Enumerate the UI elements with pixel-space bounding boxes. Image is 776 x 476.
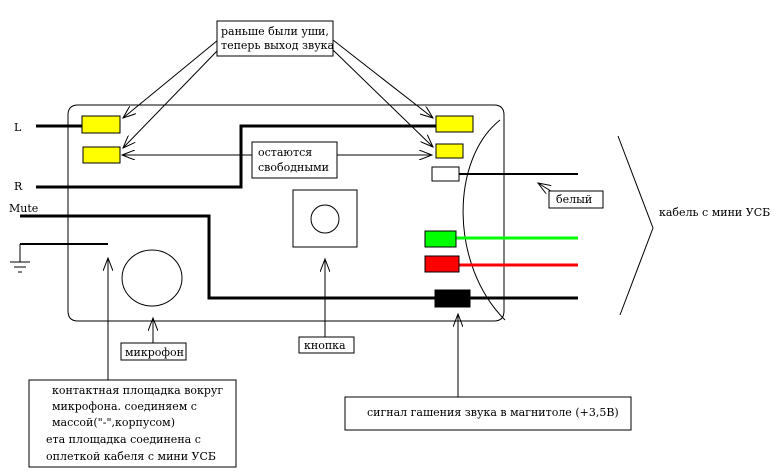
pad-green <box>424 230 457 248</box>
wire-R <box>36 124 436 189</box>
callout-pad-line4: ета площадка соединена с <box>46 433 201 446</box>
board-outline <box>67 104 505 322</box>
pad-left-top <box>81 115 121 134</box>
callout-mic-box <box>120 342 187 361</box>
callout-white-box <box>548 190 604 209</box>
callout-ears-line2: теперь выход звука <box>221 39 335 52</box>
arrow-ears-to-right-bottom <box>332 49 433 147</box>
callout-free-line1: остаются <box>258 146 312 159</box>
callout-mute-signal-text: сигнал гашения звука в магнитоле (+3,5В) <box>367 406 619 419</box>
label-mute: Mute <box>9 202 38 215</box>
callout-free-line2: свободными <box>258 161 329 174</box>
callout-ears-box <box>216 20 334 57</box>
pad-red <box>424 255 460 273</box>
callout-pad-line2: микрофона. соединяем с <box>52 400 197 413</box>
pad-right-top <box>435 115 474 133</box>
label-L: L <box>14 121 22 134</box>
arrow-ears-to-left-bottom <box>123 49 219 148</box>
callout-pad-line5: оплеткой кабеля с мини УСБ <box>46 450 216 463</box>
callout-mute-signal-box <box>344 396 632 431</box>
callout-mic-text: микрофон <box>125 346 184 359</box>
pad-black <box>434 289 471 308</box>
button-square <box>292 189 358 248</box>
cable-label: кабель с мини УСБ <box>659 206 770 219</box>
pad-white <box>431 166 460 182</box>
wire-mute <box>20 214 435 300</box>
callout-pad-line1: контактная площадка вокруг <box>52 384 223 397</box>
ground-symbol <box>10 244 30 273</box>
arrow-ears-to-left-top <box>123 39 219 118</box>
pad-left-bottom <box>82 146 121 164</box>
microphone-circle <box>121 249 183 307</box>
callout-pad-line3: массой("-",корпусом) <box>52 416 175 429</box>
label-R: R <box>14 180 23 193</box>
pad-right-bottom <box>435 143 464 159</box>
callout-button-box <box>298 336 355 354</box>
callout-button-text: кнопка <box>304 339 346 352</box>
callout-ears-line1: раньше были уши, <box>221 25 329 38</box>
cable-bracket <box>617 135 654 316</box>
button-circle <box>310 204 340 234</box>
callout-white-text: белый <box>556 193 592 206</box>
arrow-ears-to-right-top <box>332 39 433 118</box>
callout-pad-box <box>28 379 237 468</box>
callout-free-box <box>251 141 338 179</box>
